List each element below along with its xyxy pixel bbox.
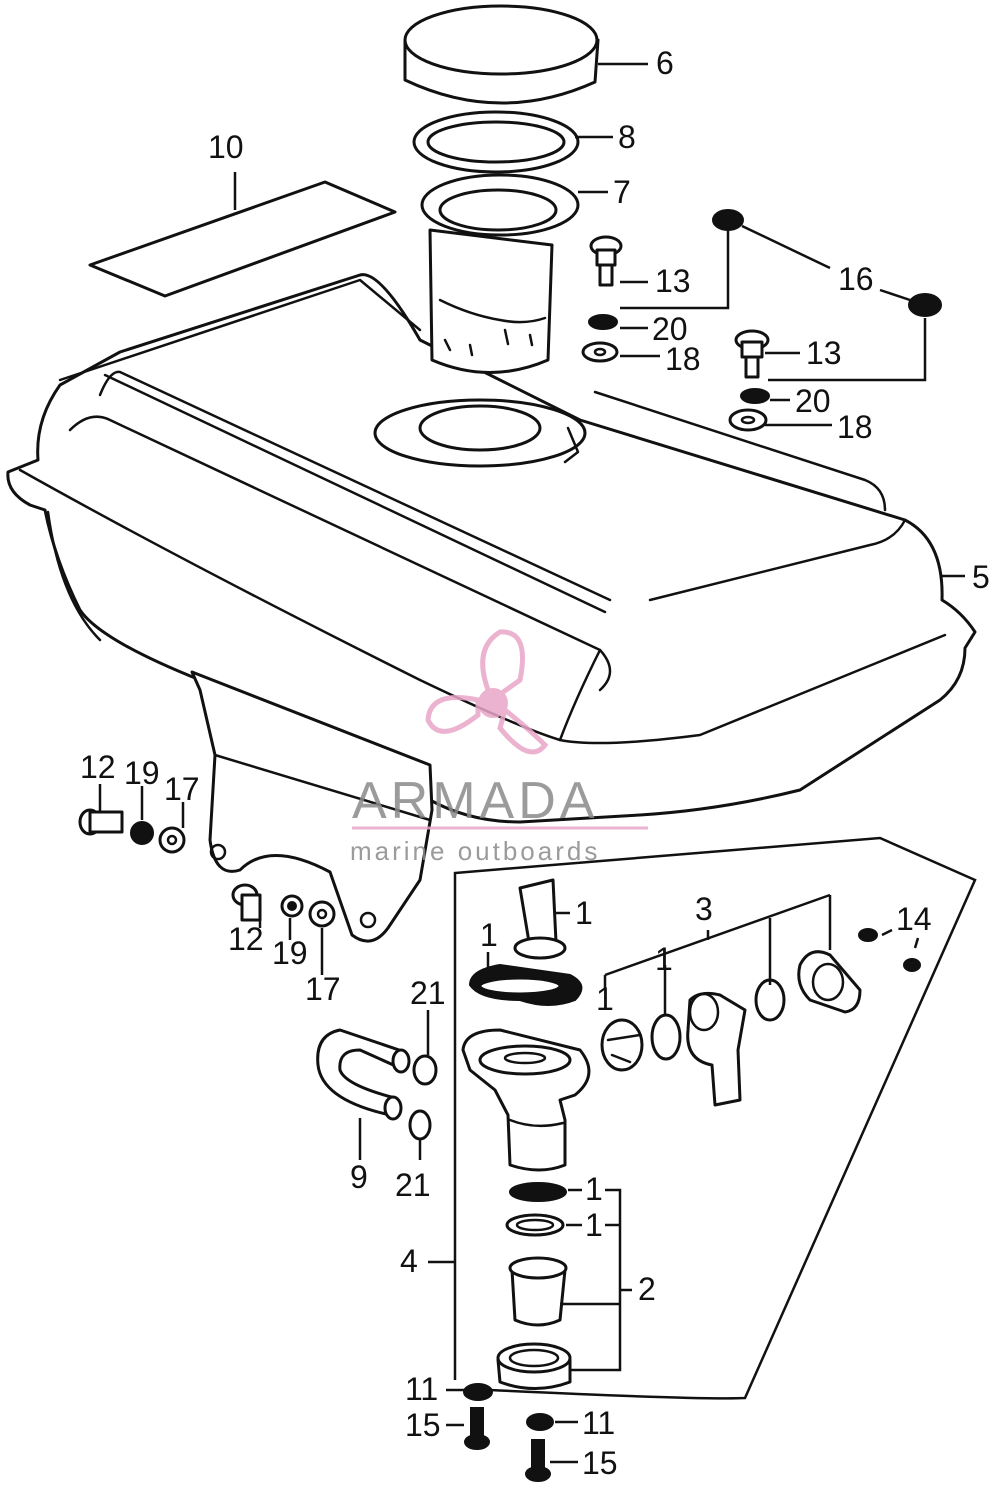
callout-21: 21 (395, 1167, 431, 1203)
nut-part (463, 1383, 493, 1401)
flat-washer-part (581, 341, 619, 363)
screw-part (464, 1407, 490, 1450)
callout-10: 10 (208, 129, 244, 165)
callout-20: 20 (652, 311, 688, 347)
fuel-cock-assembly-outline (453, 836, 977, 1400)
callout-11: 11 (405, 1371, 438, 1407)
lock-washer-part (130, 821, 154, 845)
callout-21: 21 (410, 975, 446, 1011)
lock-washer-part (280, 894, 304, 918)
callout-5: 5 (972, 559, 990, 595)
bracket-bolt-part (231, 883, 262, 922)
callout-1: 1 (585, 1171, 603, 1207)
callout-1: 1 (575, 895, 593, 931)
callout-15: 15 (582, 1445, 618, 1481)
decal-part (88, 180, 397, 298)
o-ring-part (650, 1013, 682, 1061)
valve-disc-part (600, 1018, 644, 1072)
o-ring-part (505, 1213, 565, 1237)
callout-15: 15 (405, 1407, 441, 1443)
callout-20: 20 (795, 383, 831, 419)
cap-gasket-part (412, 110, 580, 174)
bracket-bolt-part (78, 808, 124, 836)
callout-1: 1 (596, 981, 614, 1017)
callout-13: 13 (806, 335, 842, 371)
leader-lines (98, 62, 965, 1464)
callout-19: 19 (272, 935, 308, 971)
washer-part (308, 900, 336, 928)
fuel-cap-part (403, 4, 600, 105)
rubber-cap-part (908, 293, 942, 317)
callout-14: 14 (896, 901, 932, 937)
callout-7: 7 (613, 174, 631, 210)
fuel-tank-part (6, 273, 977, 824)
lever-part (686, 991, 747, 1107)
callout-1: 1 (585, 1207, 603, 1243)
filler-strainer-part (420, 173, 580, 374)
hose-clip-part (412, 1054, 438, 1086)
watermark-brand: ARMADA (352, 772, 598, 830)
sediment-cup-part (508, 1256, 568, 1327)
plate-screw-part (858, 928, 921, 972)
hose-clip-part (408, 1109, 432, 1141)
callout-16: 16 (838, 261, 874, 297)
callout-1: 1 (480, 917, 498, 953)
tank-bolt-part (734, 329, 770, 379)
strainer-screen-part (513, 878, 567, 960)
cup-nut-part (496, 1342, 572, 1390)
tank-bracket-part (190, 670, 434, 943)
bolt-washer-part (588, 314, 618, 330)
callout-12: 12 (228, 921, 264, 957)
callout-13: 13 (655, 263, 691, 299)
callout-17: 17 (305, 971, 341, 1007)
o-ring-part (754, 978, 786, 1022)
callout-3: 3 (695, 891, 713, 927)
callout-8: 8 (618, 119, 636, 155)
callout-18: 18 (837, 409, 873, 445)
fuel-cock-body-part (461, 1028, 591, 1172)
callout-12: 12 (80, 749, 116, 785)
washer-part (158, 826, 186, 854)
bolt-washer-part (740, 388, 770, 404)
callout-18: 18 (665, 341, 701, 377)
rubber-cap-part (712, 209, 744, 231)
callout-2: 2 (638, 1271, 656, 1307)
nut-part (526, 1413, 554, 1431)
screw-part (525, 1439, 551, 1482)
flat-washer-part (728, 408, 768, 432)
valve-plate-part (797, 950, 862, 1014)
tank-bolt-part (589, 235, 623, 287)
callout-11: 11 (582, 1405, 615, 1441)
valve-gasket-part (468, 963, 583, 1006)
callout-4: 4 (400, 1243, 418, 1279)
seal-ring-part (509, 1182, 567, 1202)
armada-watermark: ARMADA marine outboards (350, 629, 648, 866)
callout-labels: 6 8 7 10 16 13 20 18 13 20 18 5 12 19 17… (80, 45, 990, 1481)
callout-17: 17 (164, 771, 200, 807)
callout-1: 1 (655, 941, 673, 977)
callout-6: 6 (656, 45, 674, 81)
callout-9: 9 (350, 1159, 368, 1195)
watermark-tagline: marine outboards (350, 836, 600, 866)
propeller-logo-icon (425, 629, 549, 755)
callout-19: 19 (124, 755, 160, 791)
